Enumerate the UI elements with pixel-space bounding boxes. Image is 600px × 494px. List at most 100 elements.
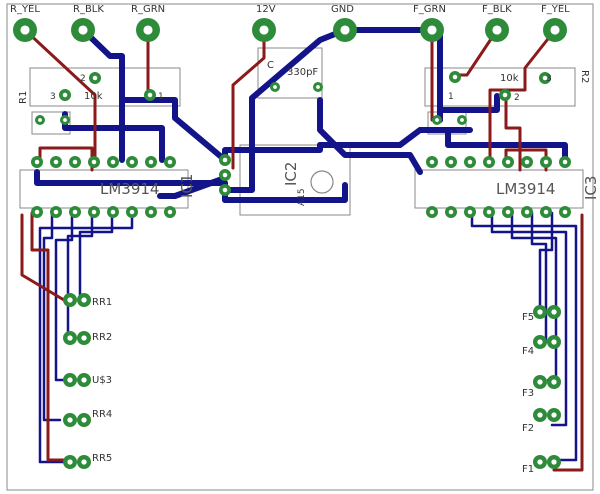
resistor-pad-6-hole [542,75,548,81]
ic3-top-pin-5-hole [505,159,511,165]
led-right-pad-a-2-hole [537,339,543,345]
ic2-name: IC2 [282,162,300,186]
trace-f-yel [488,28,557,167]
board-outline [6,3,594,491]
ic3-bottom-pin-4-hole [486,209,492,215]
ic1-bottom-pin-3-hole [72,209,78,215]
trace-r-yel [23,28,97,162]
led-label-u3: U$3 [92,375,112,386]
resistor-pad-2-hole [62,92,68,98]
ic2-pin-1-hole [222,157,228,163]
connector-label-f-blk: F_BLK [482,4,512,15]
led-right-pad-b-3-hole [551,379,557,385]
connector-label-r-blk: R_BLK [73,4,104,15]
r1-value: 10k [84,91,103,102]
connector-pad-3-hole [143,25,153,35]
ic1-top-pin-6-hole [129,159,135,165]
ic1-top-pin-5-hole [110,159,116,165]
led-right-pad-a-3-hole [537,379,543,385]
resistor-pad-4-hole [452,74,458,80]
led-left-pad-b-5-hole [81,459,87,465]
ic1-top-pin-8-hole [167,159,173,165]
connector-label-r-grn: R_GRN [131,4,165,15]
connector-pad-5-hole [340,25,350,35]
connector-label-f-yel: F_YEL [541,4,570,15]
led-labels-right: F5 F4 F3 F2 F1 [522,312,534,475]
ic2-part: A15 [297,188,307,206]
trace-right-bus [317,127,473,148]
ic1-bottom-pin-2-hole [53,209,59,215]
trace-r-blk [80,27,125,163]
diode-pad-1-hole [38,118,42,122]
ic2-body [239,144,351,216]
r2-pin3: 3 [546,74,552,84]
bottom-traces [34,27,578,464]
led-left-pad-b-2-hole [81,335,87,341]
led-left-pad-a-4-hole [67,417,73,423]
ic1-bottom-pin-1-hole [34,209,40,215]
ic3-bottom-pin-1-hole [429,209,435,215]
trace-gnd-ic3 [317,97,423,175]
led-left-pad-a-1-hole [67,297,73,303]
connector-label-gnd: GND [331,4,354,15]
led-right-pad-b-5-hole [551,459,557,465]
led-label-rr5: RR5 [92,453,112,464]
ic1-bottom-pin-4-hole [91,209,97,215]
ic3-name: IC3 [582,176,600,200]
r1-label: R1 [18,91,29,104]
trace-red-right-2 [552,213,584,472]
connector-pad-4-hole [259,25,269,35]
trace-red-right-3 [504,98,522,172]
led-left-pad-b-1-hole [81,297,87,303]
ic1-bottom-pin-6-hole [129,209,135,215]
trace-red-left-3 [38,146,94,172]
ic2-pin-3-hole [222,187,228,193]
ic1-top-pin-1-hole [34,159,40,165]
trace-ic2-cap [222,142,323,163]
ic1-bottom-pin-5-hole [110,209,116,215]
resistor-pad-3-hole [147,92,153,98]
r1-pin3: 3 [50,92,56,102]
connector-label-r-yel: R_YEL [10,4,40,15]
trace-12v [231,28,266,170]
trace-led-right-4 [530,211,548,344]
trace-r1-ic1 [62,111,165,163]
connector-pad-6-hole [427,25,437,35]
r1-pin1: 1 [158,92,164,102]
ic3-bottom-pin-8-hole [562,209,568,215]
led-left-pad-b-4-hole [81,417,87,423]
ic3-bottom-pin-7-hole [543,209,549,215]
led-label-rr4: RR4 [92,409,112,420]
ic3-bottom-pin-6-hole [524,209,530,215]
ic3-bottom-pin-3-hole [467,209,473,215]
ic3-top-pin-4-hole [486,159,492,165]
led-right-pad-a-5-hole [537,459,543,465]
led-label-rr1: RR1 [92,297,112,308]
trace-red-left-2 [30,211,66,462]
connector-pad-7-hole [492,25,502,35]
ic3-top-pin-8-hole [562,159,568,165]
ic3-bottom-pin-2-hole [448,209,454,215]
diode-pad-3-hole [435,118,439,122]
r2-label: R2 [579,70,590,83]
ic3-top-pin-6-hole [524,159,530,165]
ic3-top-pin-2-hole [448,159,454,165]
led-right-pad-b-4-hole [551,412,557,418]
trace-led-left-1 [42,211,62,422]
ic1-bottom-pin-7-hole [148,209,154,215]
r2-pin1: 1 [448,92,454,102]
ic3-bottom-pin-5-hole [505,209,511,215]
ic1-top-pin-7-hole [148,159,154,165]
ic3-part: LM3914 [496,180,555,198]
ic1-top-pin-2-hole [53,159,59,165]
led-label-f4: F4 [522,346,534,357]
led-left-pad-a-2-hole [67,335,73,341]
resistor-pad-5-hole [502,92,508,98]
r2-value: 10k [500,73,519,84]
led-label-f5: F5 [522,312,534,323]
trace-r2-bus [437,93,500,123]
trace-led-left-5 [38,211,134,464]
connector-pad-8-hole [550,25,560,35]
cap-pad-1-hole [273,85,277,89]
